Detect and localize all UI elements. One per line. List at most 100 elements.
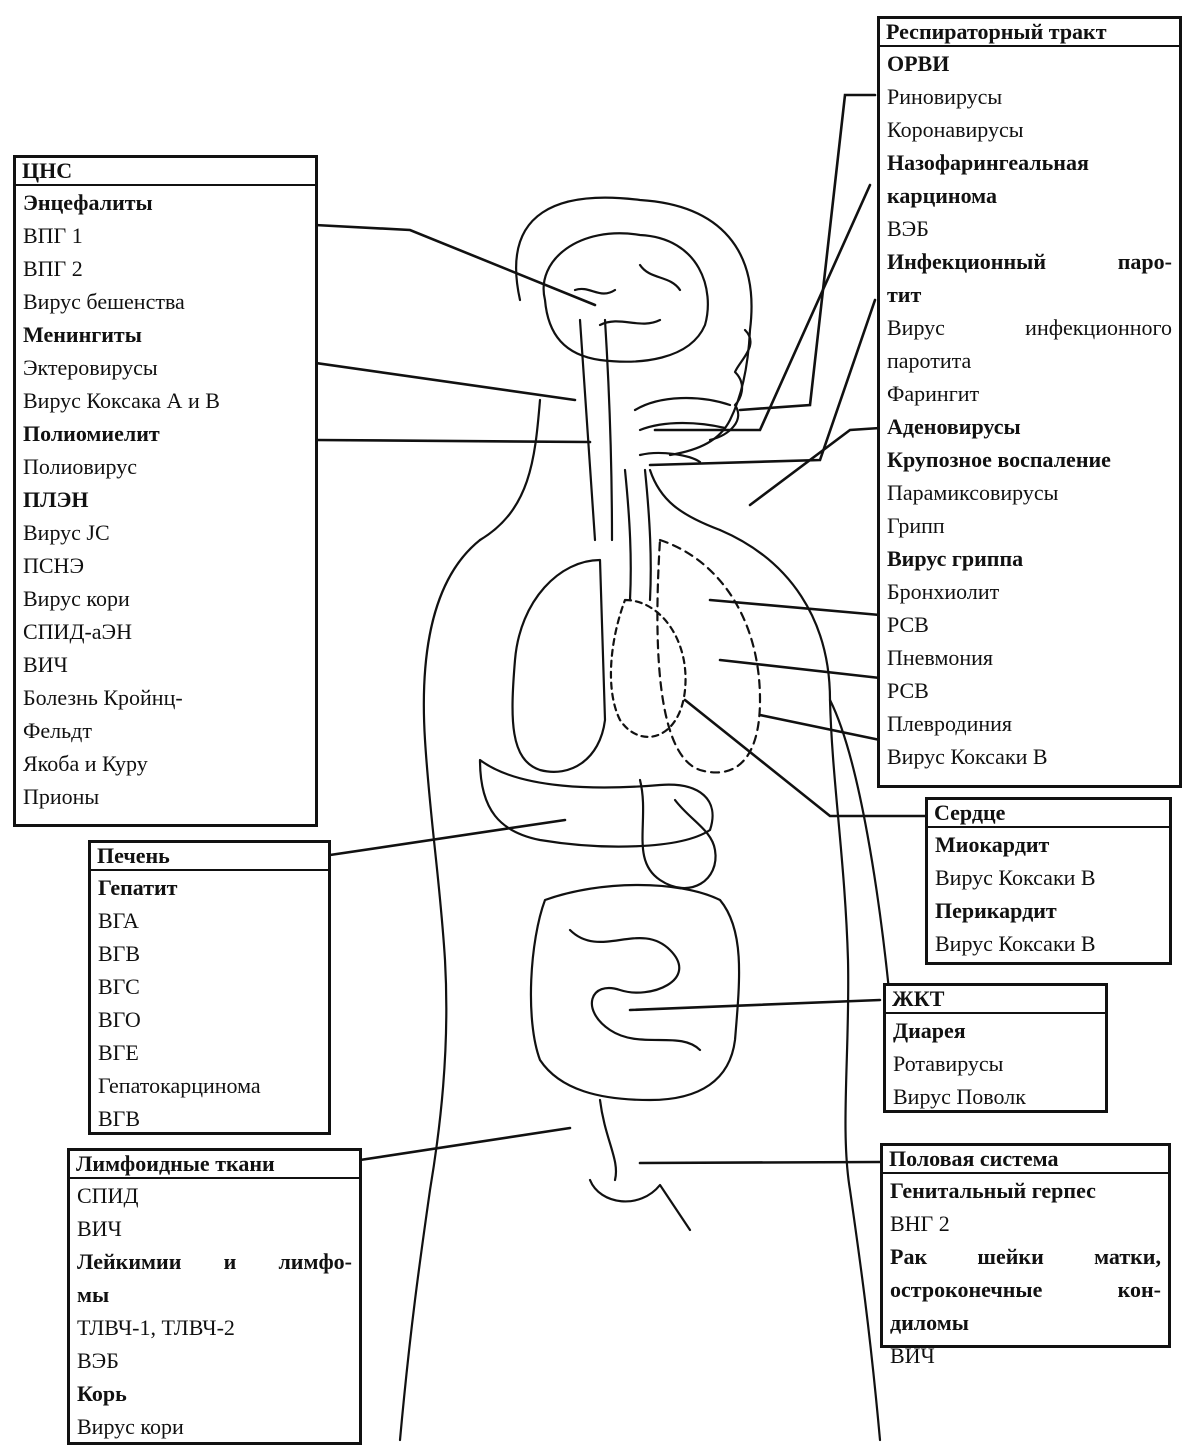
word: Лейкимии: [77, 1245, 181, 1278]
word: паро-: [1118, 245, 1172, 278]
pelvis: [590, 1180, 690, 1230]
list-item: ВНГ 2: [883, 1207, 1168, 1240]
list-item: Якоба и Куру: [16, 747, 315, 780]
lung-left: [513, 560, 605, 772]
leader-nasopharyngeal: [655, 185, 870, 430]
list-item: Эктеровирусы: [16, 351, 315, 384]
list-item: Вирус гриппа: [880, 542, 1179, 575]
list-item: Вирус инфекционного: [880, 311, 1179, 344]
list-item: Гепатит: [91, 871, 328, 904]
list-item: ВГА: [91, 904, 328, 937]
list-item: Диарея: [886, 1014, 1105, 1047]
neck-line: [480, 400, 540, 540]
list-item: ВПГ 1: [16, 219, 315, 252]
leader-mumps: [650, 300, 875, 465]
lymph-title: Лимфоидные ткани: [70, 1151, 359, 1179]
list-item: Бронхиолит: [880, 575, 1179, 608]
leader-cns-encephalitis: [315, 225, 595, 305]
liver-panel: Печень ГепатитВГАВГВВГСВГОВГЕГепатокарци…: [88, 840, 331, 1135]
list-item: Полиовирус: [16, 450, 315, 483]
cns-title: ЦНС: [16, 158, 315, 186]
list-item: Вирус Коксаки В: [928, 861, 1169, 894]
word: матки,: [1094, 1240, 1161, 1273]
list-item: РСВ: [880, 608, 1179, 641]
leader-genital: [640, 1162, 880, 1163]
list-item: Фельдт: [16, 714, 315, 747]
list-item: ВГВ: [91, 937, 328, 970]
list-item: Назофарингеальная: [880, 146, 1179, 179]
list-item: Аденовирусы: [880, 410, 1179, 443]
lymph-lines: СПИДВИЧЛейкимииилимфо-мыТЛВЧ-1, ТЛВЧ-2ВЭ…: [70, 1179, 359, 1443]
list-item: диломы: [883, 1306, 1168, 1339]
list-item: Вирус Коксаки В: [928, 927, 1169, 960]
leader-lymph: [360, 1128, 570, 1160]
heart-title: Сердце: [928, 800, 1169, 828]
list-item: Вирус JC: [16, 516, 315, 549]
genital-panel: Половая система Генитальный герпесВНГ 2Р…: [880, 1143, 1171, 1348]
leader-pleurodynia: [760, 715, 880, 740]
word: Вирус: [887, 311, 945, 344]
genital-lines: Генитальный герпесВНГ 2Ракшейкиматки,ост…: [883, 1174, 1168, 1372]
list-item: Прионы: [16, 780, 315, 813]
list-item: Пневмония: [880, 641, 1179, 674]
list-item: ТЛВЧ-1, ТЛВЧ-2: [70, 1311, 359, 1344]
list-item: остроконечные кон-: [883, 1273, 1168, 1306]
neck-line-right: [650, 470, 720, 530]
list-item: Болезнь Кройнц-: [16, 681, 315, 714]
list-item: Полиомиелит: [16, 417, 315, 450]
list-item: Вирус Коксаки В: [880, 740, 1179, 773]
list-item: ВЭБ: [880, 212, 1179, 245]
list-item: ВГЕ: [91, 1036, 328, 1069]
heart: [611, 600, 686, 737]
list-item: Гепатокарцинома: [91, 1069, 328, 1102]
word: и: [224, 1245, 237, 1278]
list-item: Плевродиния: [880, 707, 1179, 740]
list-item: СПИД-аЭН: [16, 615, 315, 648]
word: кон-: [1118, 1273, 1161, 1306]
torso-right: [720, 530, 880, 1440]
trachea: [625, 470, 651, 600]
list-item: ВИЧ: [16, 648, 315, 681]
list-item: Лейкимииилимфо-: [70, 1245, 359, 1278]
list-item: тит: [880, 278, 1179, 311]
torso-left: [400, 540, 480, 1440]
list-item: ВПГ 2: [16, 252, 315, 285]
list-item: РСВ: [880, 674, 1179, 707]
list-item: Риновирусы: [880, 80, 1179, 113]
list-item: Грипп: [880, 509, 1179, 542]
word: инфекционного: [1025, 311, 1172, 344]
git-panel: ЖКТ ДиареяРотавирусыВирус Поволк: [883, 983, 1108, 1113]
list-item: ВЭБ: [70, 1344, 359, 1377]
leader-pneumonia: [720, 660, 880, 678]
brain-outline: [544, 233, 708, 361]
list-item: Ротавирусы: [886, 1047, 1105, 1080]
leader-pharyngitis: [750, 428, 880, 505]
list-item: Коронавирусы: [880, 113, 1179, 146]
lung-right: [657, 540, 760, 772]
list-item: Вирус кори: [70, 1410, 359, 1443]
list-item: ВИЧ: [883, 1339, 1168, 1372]
list-item: Миокардит: [928, 828, 1169, 861]
leader-cns-polio: [315, 440, 590, 442]
list-item: карцинома: [880, 179, 1179, 212]
list-item: Крупозное воспаление: [880, 443, 1179, 476]
list-item: ПСНЭ: [16, 549, 315, 582]
genital-title: Половая система: [883, 1146, 1168, 1174]
list-item: Инфекционный паро-: [880, 245, 1179, 278]
word: Рак: [890, 1240, 927, 1273]
word: Инфекционный: [887, 245, 1046, 278]
list-item: мы: [70, 1278, 359, 1311]
list-item: Вирус бешенства: [16, 285, 315, 318]
list-item: СПИД: [70, 1179, 359, 1212]
spinal-cord: [580, 320, 612, 540]
list-item: ВГО: [91, 1003, 328, 1036]
resp-title: Респираторный тракт: [880, 19, 1179, 47]
word: остроконечные: [890, 1273, 1042, 1306]
list-item: ВГВ: [91, 1102, 328, 1135]
liver-title: Печень: [91, 843, 328, 871]
